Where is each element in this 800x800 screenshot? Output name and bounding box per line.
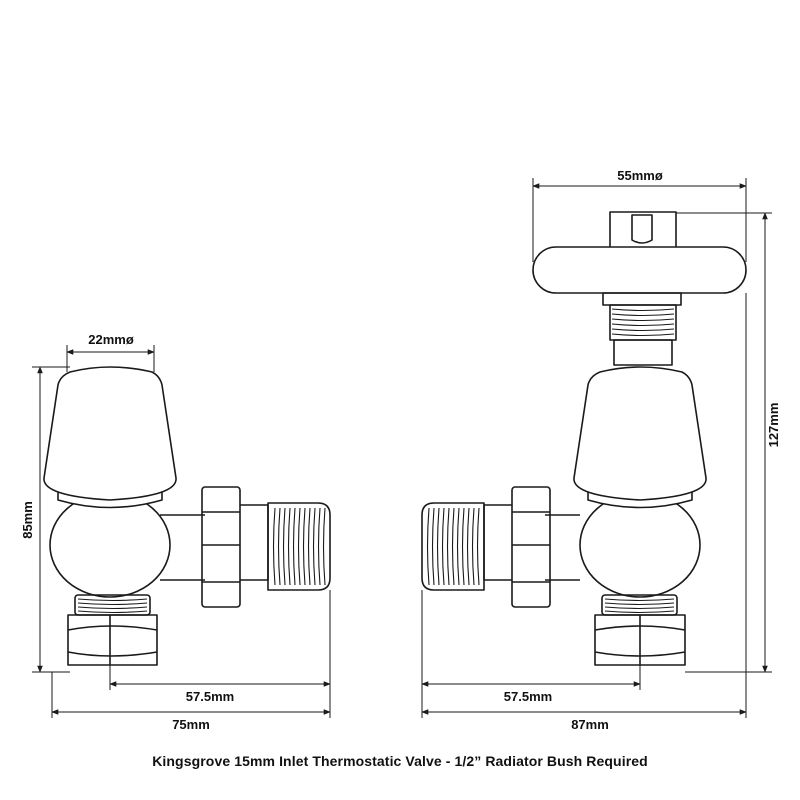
right-valve-threads <box>426 507 480 586</box>
dimension-lines <box>32 178 772 718</box>
right-valve-threaded-tail <box>421 502 485 591</box>
right-valve-wheel-handle <box>532 246 747 294</box>
left-valve-lower-nut <box>67 614 158 666</box>
left-valve-head <box>43 366 177 501</box>
left-valve-hex-nut <box>201 486 241 608</box>
left-valve-threaded-tail <box>240 504 269 581</box>
label-left-overall-width: 75mm <box>172 717 210 732</box>
label-left-head-diameter: 22mmø <box>88 332 134 347</box>
label-left-height: 85mm <box>20 501 35 539</box>
label-right-overall-width: 87mm <box>571 717 609 732</box>
label-left-inlet-offset: 57.5mm <box>186 689 234 704</box>
right-valve-ball <box>579 492 701 598</box>
left-valve-threads <box>272 507 326 586</box>
right-valve-lower-nut <box>594 614 686 666</box>
product-caption: Kingsgrove 15mm Inlet Thermostatic Valve… <box>152 753 648 769</box>
right-valve-head <box>573 366 707 501</box>
left-valve-body-pipe <box>160 514 205 581</box>
right-valve <box>421 211 747 666</box>
label-right-height: 127mm <box>766 403 781 448</box>
right-valve-stem <box>609 304 677 341</box>
left-valve <box>43 366 331 666</box>
right-valve-hex-nut <box>511 486 551 608</box>
left-valve-ball <box>49 492 171 598</box>
label-right-head-diameter: 55mmø <box>617 168 663 183</box>
label-right-inlet-offset: 57.5mm <box>504 689 552 704</box>
